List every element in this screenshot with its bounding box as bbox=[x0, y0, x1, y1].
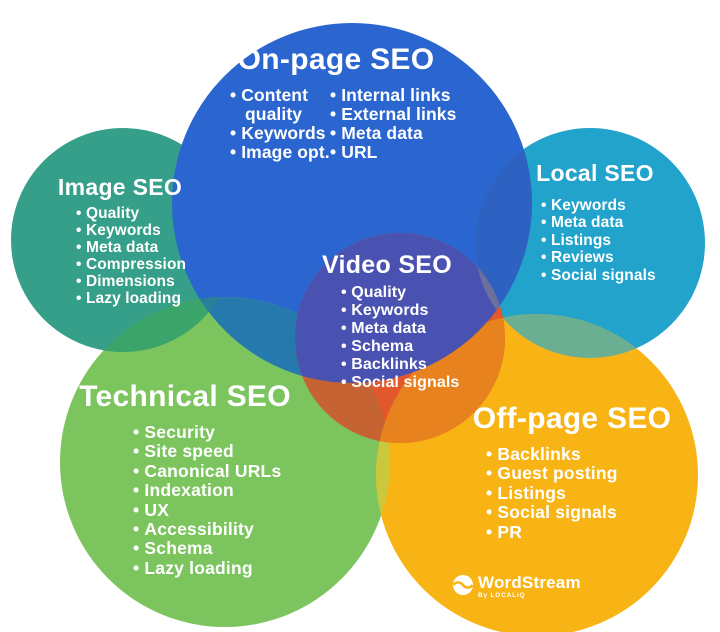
list-item: Keywords bbox=[341, 302, 496, 320]
wordstream-wave-icon bbox=[453, 575, 473, 595]
list-item: Canonical URLs bbox=[133, 461, 303, 481]
onpage-seo-list-col1: Content quality Keywords Image opt. bbox=[230, 86, 342, 162]
list-item: Guest posting bbox=[486, 463, 646, 483]
list-item: URL bbox=[330, 143, 480, 162]
list-item: Schema bbox=[341, 338, 496, 356]
list-item: Social signals bbox=[541, 267, 691, 284]
video-seo-list: Quality Keywords Meta data Schema Backli… bbox=[341, 284, 496, 392]
list-item: Image opt. bbox=[230, 143, 342, 162]
overlap-video-technical bbox=[295, 297, 390, 443]
list-item: External links bbox=[330, 105, 480, 124]
list-item: Security bbox=[133, 422, 303, 442]
list-item: Site speed bbox=[133, 441, 303, 461]
image-seo-title: Image SEO bbox=[57, 174, 183, 200]
list-item: Meta data bbox=[76, 239, 216, 256]
onpage-seo-title: On-page SEO bbox=[237, 43, 435, 76]
list-item: Reviews bbox=[541, 249, 691, 266]
list-item: Backlinks bbox=[341, 356, 496, 374]
list-item: Compression bbox=[76, 256, 216, 273]
list-item: Meta data bbox=[330, 124, 480, 143]
image-seo-list: Quality Keywords Meta data Compression D… bbox=[76, 205, 216, 307]
list-item: Social signals bbox=[341, 374, 496, 392]
wordstream-logo-text: WordStream By LOCALiQ bbox=[478, 574, 581, 600]
list-item: Lazy loading bbox=[133, 558, 303, 578]
list-item: Keywords bbox=[541, 197, 691, 214]
video-seo-title: Video SEO bbox=[321, 251, 453, 279]
list-item: UX bbox=[133, 500, 303, 520]
list-item: Dimensions bbox=[76, 273, 216, 290]
technical-seo-list: Security Site speed Canonical URLs Index… bbox=[133, 422, 303, 578]
technical-seo-title: Technical SEO bbox=[79, 380, 291, 413]
list-item: Keywords bbox=[76, 222, 216, 239]
wordstream-name: WordStream bbox=[478, 573, 581, 592]
list-item: Schema bbox=[133, 539, 303, 559]
onpage-seo-list-col2: Internal links External links Meta data … bbox=[330, 86, 480, 162]
list-item: Listings bbox=[541, 232, 691, 249]
offpage-seo-title: Off-page SEO bbox=[472, 402, 672, 435]
wordstream-logo: WordStream By LOCALiQ bbox=[453, 574, 581, 600]
list-item: Lazy loading bbox=[76, 290, 216, 307]
list-item: Meta data bbox=[541, 214, 691, 231]
list-item: Internal links bbox=[330, 86, 480, 105]
local-seo-list: Keywords Meta data Listings Reviews Soci… bbox=[541, 197, 691, 284]
list-item: Backlinks bbox=[486, 444, 646, 464]
list-item: Meta data bbox=[341, 320, 496, 338]
list-item: PR bbox=[486, 522, 646, 542]
list-item: Content quality bbox=[230, 86, 342, 124]
local-seo-title: Local SEO bbox=[536, 160, 654, 186]
list-item: Listings bbox=[486, 483, 646, 503]
list-item: Accessibility bbox=[133, 519, 303, 539]
list-item: Quality bbox=[341, 284, 496, 302]
overlap-video-offpage bbox=[376, 314, 505, 443]
list-item: Keywords bbox=[230, 124, 342, 143]
list-item: Indexation bbox=[133, 480, 303, 500]
list-item: Social signals bbox=[486, 502, 646, 522]
list-item: Quality bbox=[76, 205, 216, 222]
offpage-seo-list: Backlinks Guest posting Listings Social … bbox=[486, 444, 646, 542]
wordstream-byline: By LOCALiQ bbox=[478, 592, 526, 599]
